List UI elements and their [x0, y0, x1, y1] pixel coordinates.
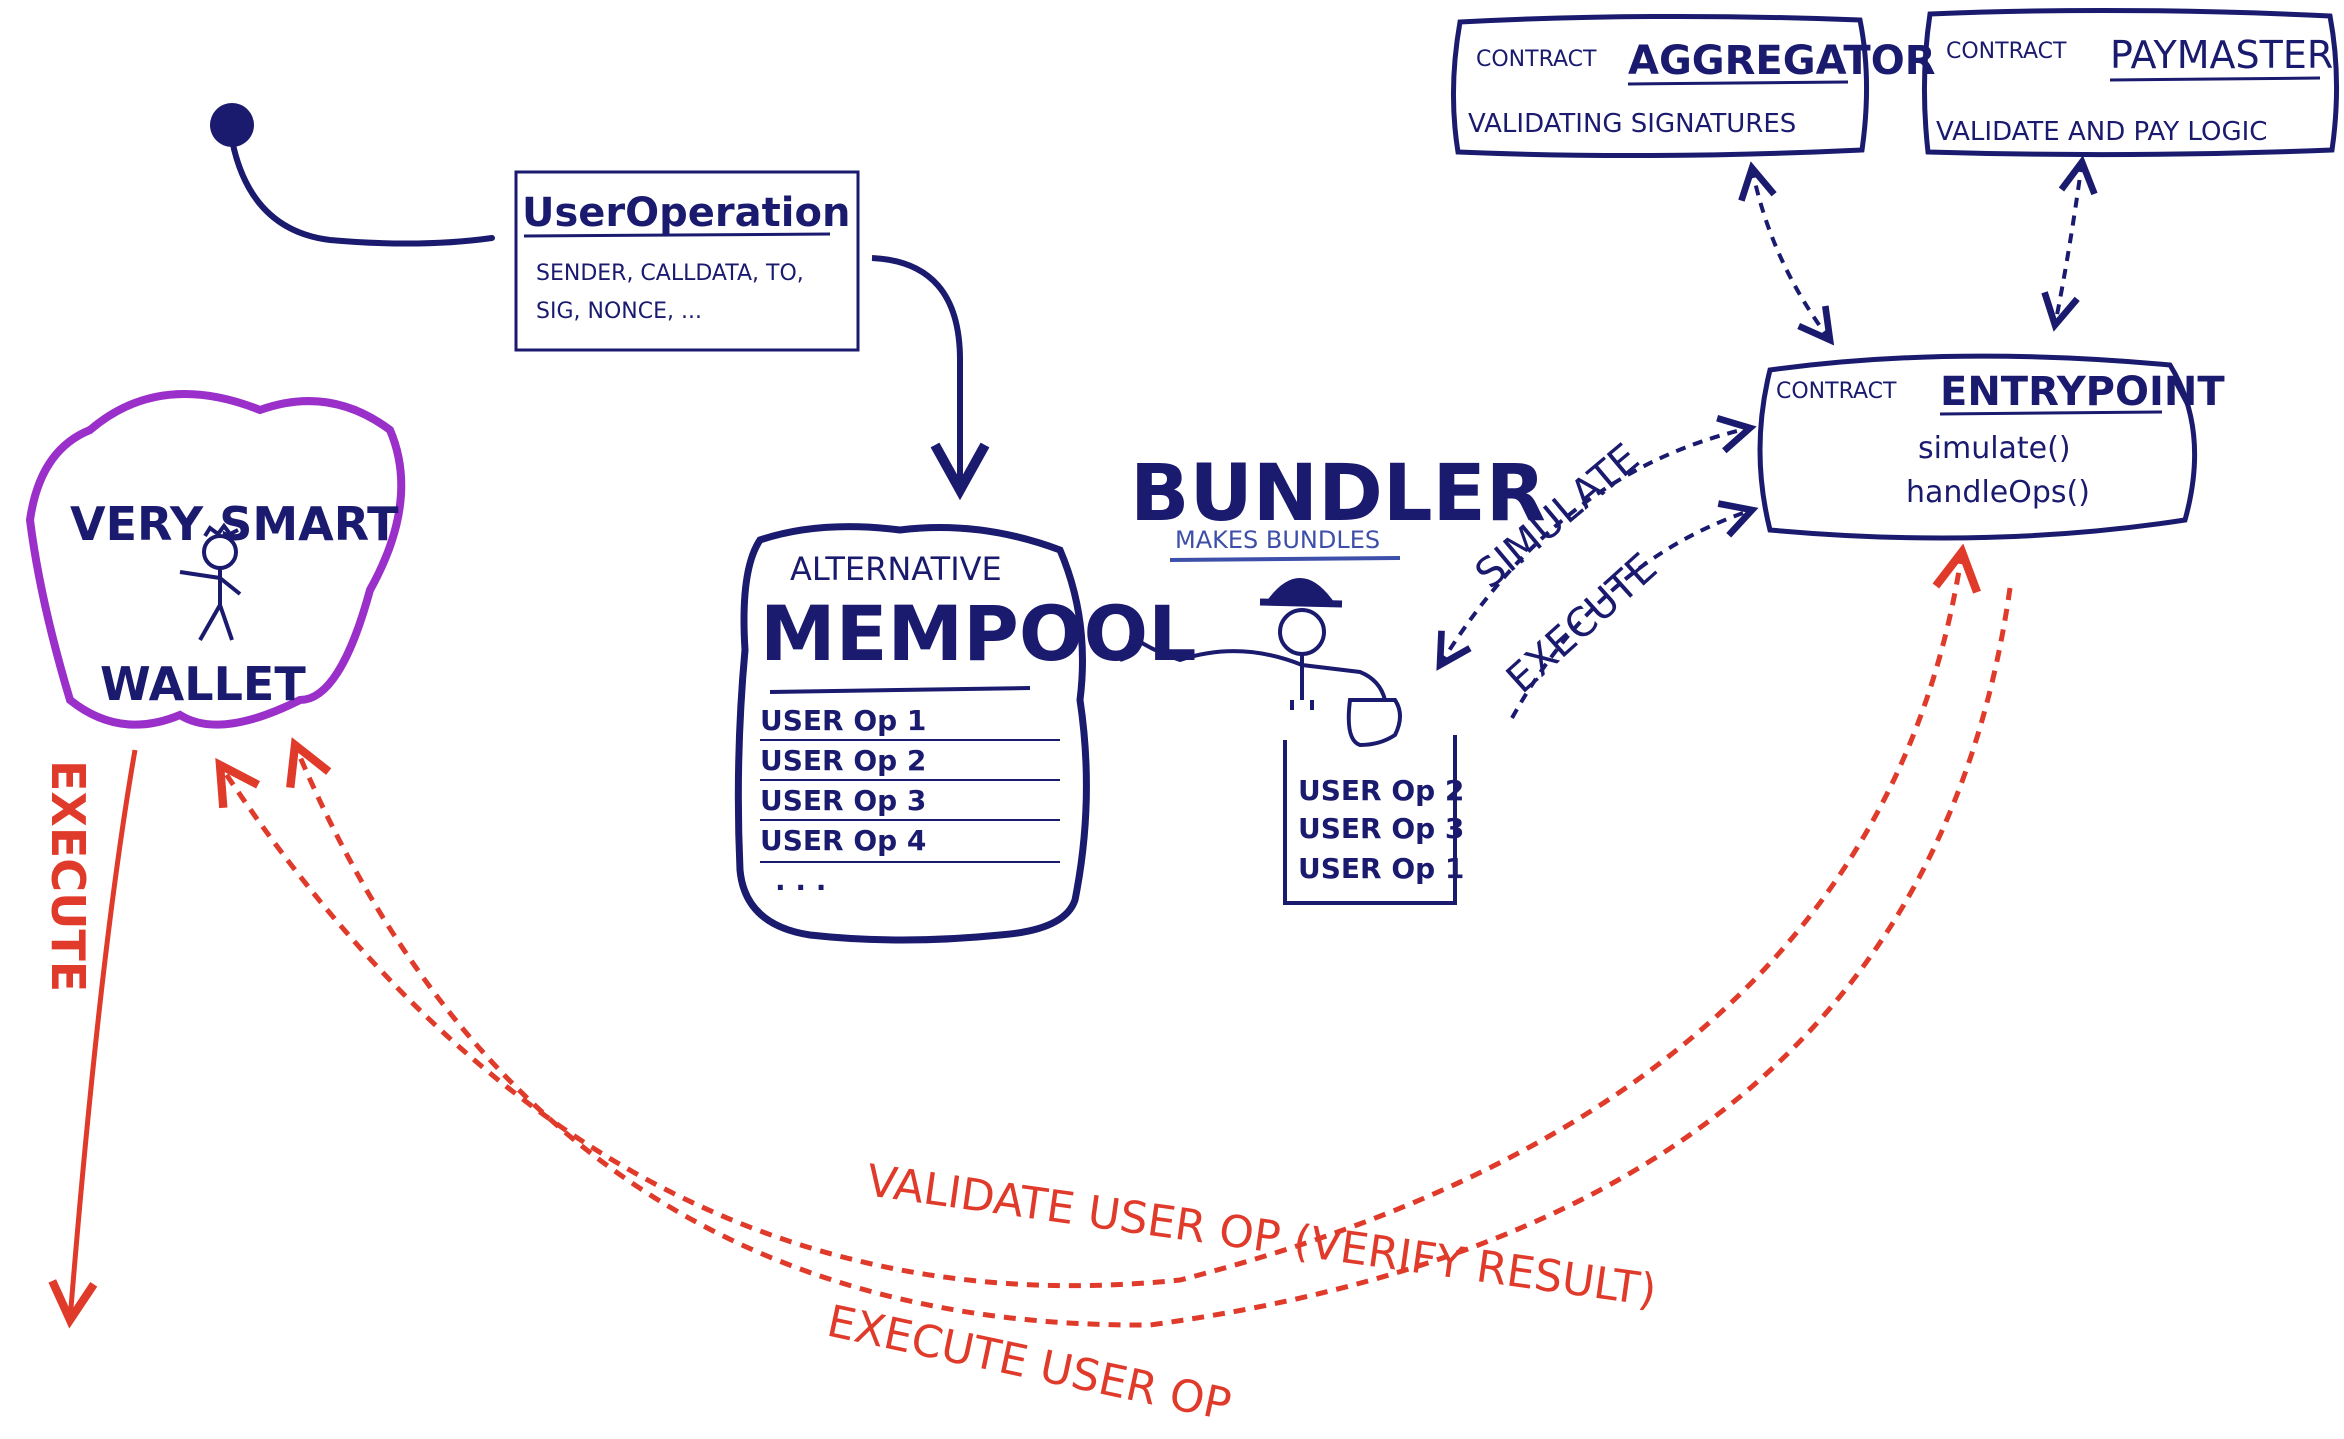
aggregator-kind: CONTRACT [1476, 47, 1597, 72]
arrow-aggregator-entrypoint [1752, 168, 1830, 340]
user-operation-fields-line2: SIG, NONCE, ... [536, 299, 702, 324]
list-item: USER Op 3 [760, 784, 926, 817]
paymaster-kind: CONTRACT [1946, 39, 2067, 64]
list-item: USER Op 4 [760, 824, 926, 857]
aggregator-desc: VALIDATING SIGNATURES [1468, 109, 1796, 139]
paymaster-contract: CONTRACT PAYMASTER VALIDATE AND PAY LOGI… [1921, 7, 2340, 158]
arrow-wallet-execute [70, 749, 138, 1320]
start-node [210, 103, 495, 247]
wallet-execute-label: EXECUTE [41, 760, 95, 992]
list-item: USER Op 1 [760, 704, 926, 737]
list-item: . . . [775, 864, 826, 897]
list-item: USER Op 2 [1298, 774, 1464, 807]
entrypoint-fn-handleops: handleOps() [1906, 475, 2090, 510]
start-connector [229, 137, 495, 247]
mempool-box: ALTERNATIVE MEMPOOL USER Op 1 USER Op 2 … [734, 523, 1197, 944]
entrypoint-fn-simulate: simulate() [1918, 431, 2071, 466]
entrypoint-name: ENTRYPOINT [1940, 369, 2225, 415]
arrow-execute-user-op [295, 587, 2013, 1328]
aggregator-name: AGGREGATOR [1628, 38, 1936, 84]
arrow-userop-to-mempool [871, 255, 960, 490]
arrow-validate-user-op [220, 552, 1962, 1289]
user-operation-fields-line1: SENDER, CALLDATA, TO, [536, 261, 804, 286]
list-item: USER Op 3 [1298, 812, 1464, 845]
mempool-title-line2: MEMPOOL [760, 589, 1197, 678]
user-operation-box: UserOperation SENDER, CALLDATA, TO, SIG,… [514, 170, 860, 352]
execute-user-op-label: EXECUTE USER OP [823, 1296, 1236, 1431]
user-operation-title: UserOperation [522, 190, 850, 236]
entrypoint-kind: CONTRACT [1776, 379, 1897, 404]
list-item: USER Op 1 [1298, 852, 1464, 885]
aggregator-contract: CONTRACT AGGREGATOR VALIDATING SIGNATURE… [1450, 13, 1936, 159]
list-item: USER Op 2 [760, 744, 926, 777]
paymaster-name: PAYMASTER [2110, 33, 2333, 77]
validate-user-op-label: VALIDATE USER OP (VERIFY RESULT) [863, 1155, 1659, 1316]
mempool-list: USER Op 1 USER Op 2 USER Op 3 USER Op 4 … [760, 704, 1060, 897]
start-dot [210, 103, 254, 147]
arrow-paymaster-entrypoint [2055, 162, 2082, 325]
wallet-title-line2: WALLET [100, 657, 306, 711]
entrypoint-contract: CONTRACT ENTRYPOINT simulate() handleOps… [1757, 353, 2225, 541]
wallet-blob: VERY SMART WALLET [25, 390, 406, 729]
paymaster-desc: VALIDATE AND PAY LOGIC [1936, 117, 2267, 147]
bundle-cup: USER Op 2 USER Op 3 USER Op 1 [1283, 735, 1464, 905]
bundler-subtitle: MAKES BUNDLES [1175, 526, 1380, 554]
mempool-title-line1: ALTERNATIVE [790, 550, 1002, 588]
